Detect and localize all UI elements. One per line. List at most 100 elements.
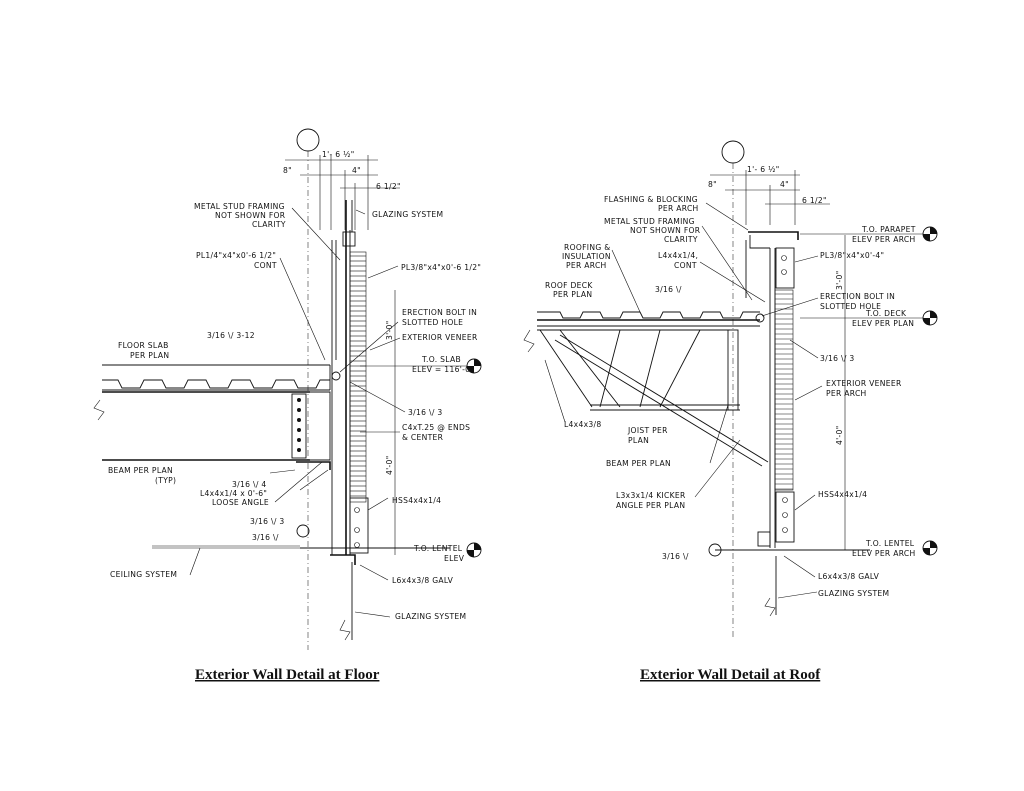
roof-deck: [523, 311, 760, 353]
label-glazing-right: GLAZING SYSTEM: [818, 589, 889, 598]
label-stud-right-2: NOT SHOWN FOR: [630, 226, 701, 235]
roof-detail: 1'- 6 ½" 8" 4" 6 1/2": [523, 140, 938, 640]
label-l4x4x3-8: L4x4x3/8: [564, 420, 602, 429]
brick-veneer-right: [774, 289, 794, 491]
dim-4-left: 4": [352, 166, 361, 175]
dim-overall-left: 1'- 6 ½": [322, 150, 355, 159]
label-ceiling-system: CEILING SYSTEM: [110, 570, 177, 579]
floor-slab: [102, 364, 331, 391]
label-glazing-system-bottom: GLAZING SYSTEM: [395, 612, 466, 621]
dim-3-0-right: 3'-0": [835, 271, 844, 290]
elevation-target-lentel-left: [466, 542, 482, 558]
dim-4-right: 4": [780, 180, 789, 189]
elevation-target-deck: [800, 310, 938, 326]
hss-right: [775, 491, 795, 543]
label-to-lentel-right-2: ELEV PER ARCH: [852, 549, 916, 558]
label-l4-cont-1: L4x4x1/4,: [658, 251, 698, 260]
label-to-slab-1: T.O. SLAB: [421, 355, 461, 364]
label-hss-left: HSS4x4x1/4: [392, 496, 441, 505]
label-roof-deck-1: ROOF DECK: [545, 281, 593, 290]
label-weld-3-12: 3/16 \/ 3-12: [207, 331, 255, 340]
dim-3-0-left: 3'-0": [385, 321, 394, 340]
dim-small-right: 6 1/2": [802, 196, 827, 205]
dimension-strings-right: 1'- 6 ½" 8" 4" 6 1/2": [708, 165, 830, 225]
label-to-lentel-2: ELEV: [444, 554, 465, 563]
label-to-lentel-right-1: T.O. LENTEL: [865, 539, 915, 548]
caption-floor-detail: Exterior Wall Detail at Floor: [195, 667, 380, 683]
label-stud-right-3: CLARITY: [664, 235, 698, 244]
label-c4-1: C4xT.25 @ ENDS: [402, 423, 470, 432]
label-to-parapet-2: ELEV PER ARCH: [852, 235, 916, 244]
dim-small-left: 6 1/2": [376, 182, 401, 191]
label-metal-stud-1: METAL STUD FRAMING: [194, 202, 285, 211]
label-beam-per-plan-2: (TYP): [155, 476, 176, 485]
label-glazing-system-top: GLAZING SYSTEM: [372, 210, 443, 219]
label-weld-plain-left: 3/16 \/: [252, 533, 279, 542]
label-loose-angle-2: LOOSE ANGLE: [212, 498, 269, 507]
label-erection-right-1: ERECTION BOLT IN: [820, 292, 895, 301]
label-metal-stud-3: CLARITY: [252, 220, 286, 229]
label-loose-angle-1: L4x4x1/4 x 0'-6": [200, 489, 267, 498]
label-weld-a-right: 3/16 \/: [655, 285, 682, 294]
label-roofing-3: PER ARCH: [566, 261, 607, 270]
label-weld-4: 3/16 \/ 4: [232, 480, 267, 489]
dim-8-left: 8": [283, 166, 292, 175]
label-weld-3a: 3/16 \/ 3: [408, 408, 443, 417]
label-stud-right-1: METAL STUD FRAMING: [604, 217, 695, 226]
dim-4-0-right: 4'-0": [835, 426, 844, 445]
label-l3-kicker-1: L3x3x1/4 KICKER: [616, 491, 686, 500]
hss-left: [349, 497, 369, 554]
dim-overall-right: 1'- 6 ½": [747, 165, 780, 174]
label-to-lentel-1: T.O. LENTEL: [413, 544, 463, 553]
label-to-parapet-1: T.O. PARAPET: [861, 225, 916, 234]
label-joist-1: JOIST PER: [627, 426, 668, 435]
label-c4-2: & CENTER: [402, 433, 444, 442]
grid-bubble-left: [296, 128, 320, 152]
dim-4-0-left: 4'-0": [385, 456, 394, 475]
label-pl3-right: PL3/8"x4"x0'-4": [820, 251, 884, 260]
label-weld-b-right: 3/16 \/: [662, 552, 689, 561]
elevation-target-parapet: [800, 226, 938, 242]
joist: [537, 329, 740, 411]
label-erection-bolt-2: SLOTTED HOLE: [402, 318, 463, 327]
label-floor-slab-2: PER PLAN: [130, 351, 169, 360]
label-metal-stud-2: NOT SHOWN FOR: [215, 211, 286, 220]
grid-bubble-right: [721, 140, 745, 164]
label-roof-deck-2: PER PLAN: [553, 290, 592, 299]
label-pl3-8: PL3/8"x4"x0'-6 1/2": [401, 263, 481, 272]
label-hss-right: HSS4x4x1/4: [818, 490, 867, 499]
label-l6-right: L6x4x3/8 GALV: [818, 572, 880, 581]
label-roofing-1: ROOFING &: [564, 243, 610, 252]
label-l6-left: L6x4x3/8 GALV: [392, 576, 454, 585]
label-flashing-1: FLASHING & BLOCKING: [604, 195, 698, 204]
label-erection-right-2: SLOTTED HOLE: [820, 302, 881, 311]
elevation-target-lentel-right: [922, 540, 938, 556]
dimension-strings-left: 1'- 6 ½" 8" 4" 6 1/2": [283, 150, 401, 230]
label-roofing-2: INSULATION: [562, 252, 611, 261]
label-to-deck-2: ELEV PER PLAN: [852, 319, 914, 328]
label-beam-per-plan-right: BEAM PER PLAN: [606, 459, 671, 468]
label-joist-2: PLAN: [628, 436, 649, 445]
label-exterior-veneer: EXTERIOR VENEER: [402, 333, 478, 342]
label-flashing-2: PER ARCH: [658, 204, 699, 213]
dim-8-right: 8": [708, 180, 717, 189]
caption-roof-detail: Exterior Wall Detail at Roof: [640, 667, 821, 683]
label-l4-cont-2: CONT: [674, 261, 697, 270]
floor-detail: 1'- 6 ½" 8" 4" 6 1/2": [93, 128, 482, 650]
label-weld-3b: 3/16 \/ 3: [250, 517, 285, 526]
label-beam-per-plan-1: BEAM PER PLAN: [108, 466, 173, 475]
label-pl1-4: PL1/4"x4"x0'-6 1/2": [196, 251, 276, 260]
beam-left: [93, 391, 331, 470]
label-weld-3-right: 3/16 \/ 3: [820, 354, 855, 363]
brick-veneer-left: [349, 251, 367, 503]
label-erection-bolt-1: ERECTION BOLT IN: [402, 308, 477, 317]
label-pl1-4-cont: CONT: [254, 261, 277, 270]
elevation-target-slab: [360, 358, 482, 374]
label-to-slab-2: ELEV = 116'-0": [412, 365, 474, 374]
label-floor-slab-1: FLOOR SLAB: [118, 341, 169, 350]
label-exterior-veneer-right-1: EXTERIOR VENEER: [826, 379, 902, 388]
label-exterior-veneer-right-2: PER ARCH: [826, 389, 867, 398]
label-to-deck-1: T.O. DECK: [865, 309, 907, 318]
label-l3-kicker-2: ANGLE PER PLAN: [616, 501, 685, 510]
